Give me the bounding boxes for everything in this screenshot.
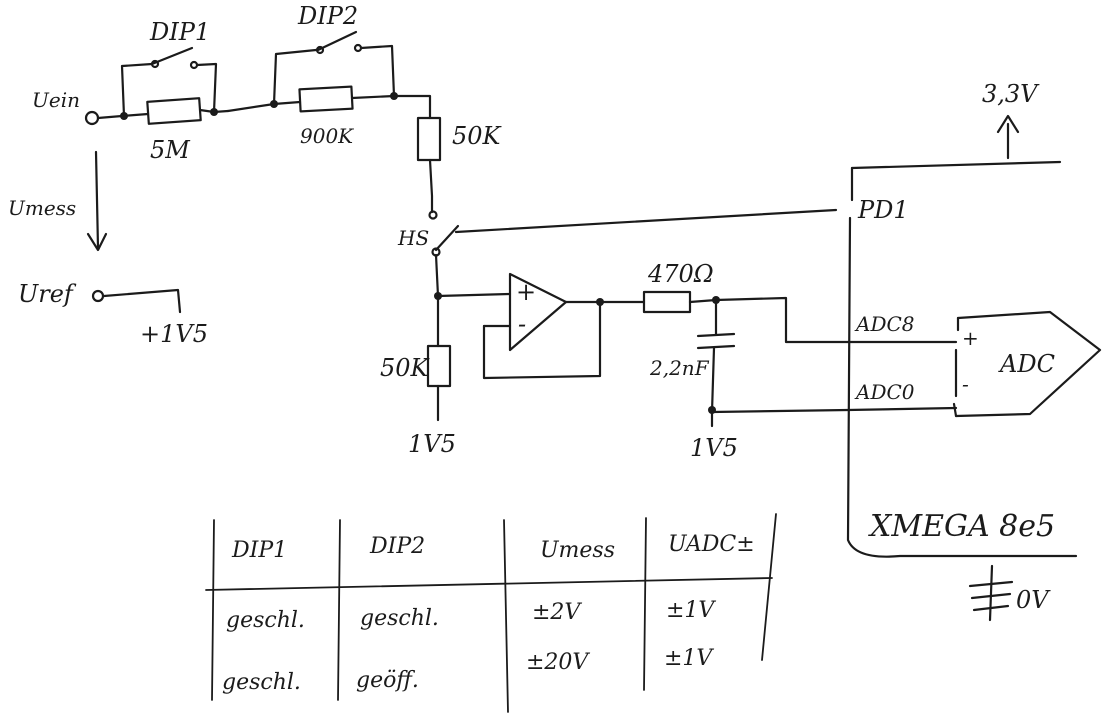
config-table-grid (205, 513, 777, 713)
adc-left-edge (952, 316, 960, 418)
feedback-wire (482, 300, 602, 380)
input-network (84, 30, 838, 300)
uref-terminal (91, 289, 105, 303)
table-header-uadc: UADC± (668, 532, 755, 557)
table-cell: geschl. (222, 670, 301, 695)
capacitor-label: 2,2nF (650, 356, 709, 380)
umess-arrow-shaft (94, 150, 100, 250)
dip2-wire-left (272, 48, 318, 106)
umess-label: Umess (8, 196, 77, 220)
resistor-470 (642, 290, 692, 314)
adc8-wire (688, 296, 850, 344)
resistor-50k-bottom-label: 50K (380, 354, 429, 382)
table-line (503, 519, 509, 713)
adc0-internal-wire (846, 406, 958, 412)
table-header-line (205, 577, 773, 591)
wire (226, 100, 302, 113)
resistor-470-label: 470Ω (648, 260, 714, 288)
table-cell: ±1V (664, 646, 713, 671)
adc-block-label: ADC (1000, 350, 1055, 378)
table-cell: geschl. (360, 606, 439, 631)
adc-minus-label: - (962, 372, 969, 396)
node-dot (596, 298, 604, 306)
table-line (211, 519, 215, 701)
table-header-umess: Umess (540, 538, 616, 563)
dip1-wire-right (195, 62, 218, 114)
wire (434, 253, 440, 298)
ground-label: 0V (1016, 586, 1049, 614)
pin-adc8-label: ADC8 (856, 312, 915, 336)
vcc-arrow (996, 114, 1020, 134)
resistor-50k-top (416, 116, 442, 162)
wire (436, 292, 512, 298)
ground-bar (970, 592, 1012, 600)
capacitor-plate (696, 332, 736, 338)
resistor-50k-top-label: 50K (452, 122, 501, 150)
uref-label: Uref (18, 280, 73, 308)
table-line (761, 513, 777, 661)
capacitor-plate (696, 344, 736, 350)
uref-wire (102, 288, 182, 314)
gnd-1v5-right-label: 1V5 (690, 434, 738, 462)
ref-voltage-label: +1V5 (140, 320, 208, 348)
ground-bar (968, 580, 1014, 588)
vcc-label: 3,3V (982, 80, 1038, 108)
mcu-outline (846, 166, 1078, 558)
dip2-label: DIP2 (298, 2, 359, 30)
table-header-dip1: DIP1 (232, 538, 288, 563)
ground-stem (988, 564, 994, 622)
ground-bar (972, 604, 1010, 612)
gnd-1v5-left-label: 1V5 (408, 430, 456, 458)
opamp-triangle (508, 272, 568, 352)
uein-label: Uein (32, 88, 80, 112)
ground-symbol (968, 564, 1014, 622)
adc0-wire (710, 408, 850, 414)
dip1-label: DIP1 (150, 18, 211, 46)
buffer-stage (426, 272, 850, 428)
table-cell: ±20V (526, 650, 589, 675)
wire (428, 158, 434, 214)
resistor-900k-label: 900K (300, 124, 354, 148)
hs-contact (428, 210, 438, 220)
dip2-contact (315, 45, 325, 55)
vcc-rail (850, 160, 1062, 170)
wire (350, 94, 432, 120)
opamp-minus-label: - (518, 310, 527, 338)
pin-pd1-label: PD1 (858, 196, 909, 224)
table-cell: ±2V (532, 600, 581, 625)
dip1-switch-blade (150, 46, 194, 66)
dip1-wire-left (120, 62, 154, 118)
dip1-contact (150, 59, 160, 69)
umess-arrow-head (86, 232, 108, 252)
mcu-name-label: XMEGA 8e5 (870, 509, 1056, 544)
uein-terminal (84, 110, 100, 126)
table-cell: geöff. (356, 668, 419, 693)
pin-adc0-label: ADC0 (856, 380, 915, 404)
table-header-dip2: DIP2 (370, 534, 426, 559)
table-line (643, 517, 647, 691)
table-cell: geschl. (226, 608, 305, 633)
resistor-50k-bottom (426, 344, 452, 388)
measurement-indicators (86, 150, 182, 314)
resistor-5m (146, 97, 202, 125)
resistor-900k (298, 85, 354, 113)
mcu-block (846, 114, 1102, 558)
dip2-switch-blade (316, 30, 358, 52)
pd1-control-wire (454, 208, 838, 234)
adc-block (954, 310, 1102, 418)
opamp-plus-label: + (516, 278, 537, 306)
adc-plus-label: + (962, 326, 979, 350)
resistor-5m-label: 5M (150, 136, 190, 164)
dip2-wire-right (359, 44, 396, 98)
wire (710, 346, 716, 428)
hs-label: HS (398, 226, 430, 250)
hs-switch-blade (434, 224, 460, 252)
table-line (337, 519, 341, 701)
table-cell: ±1V (666, 598, 715, 623)
